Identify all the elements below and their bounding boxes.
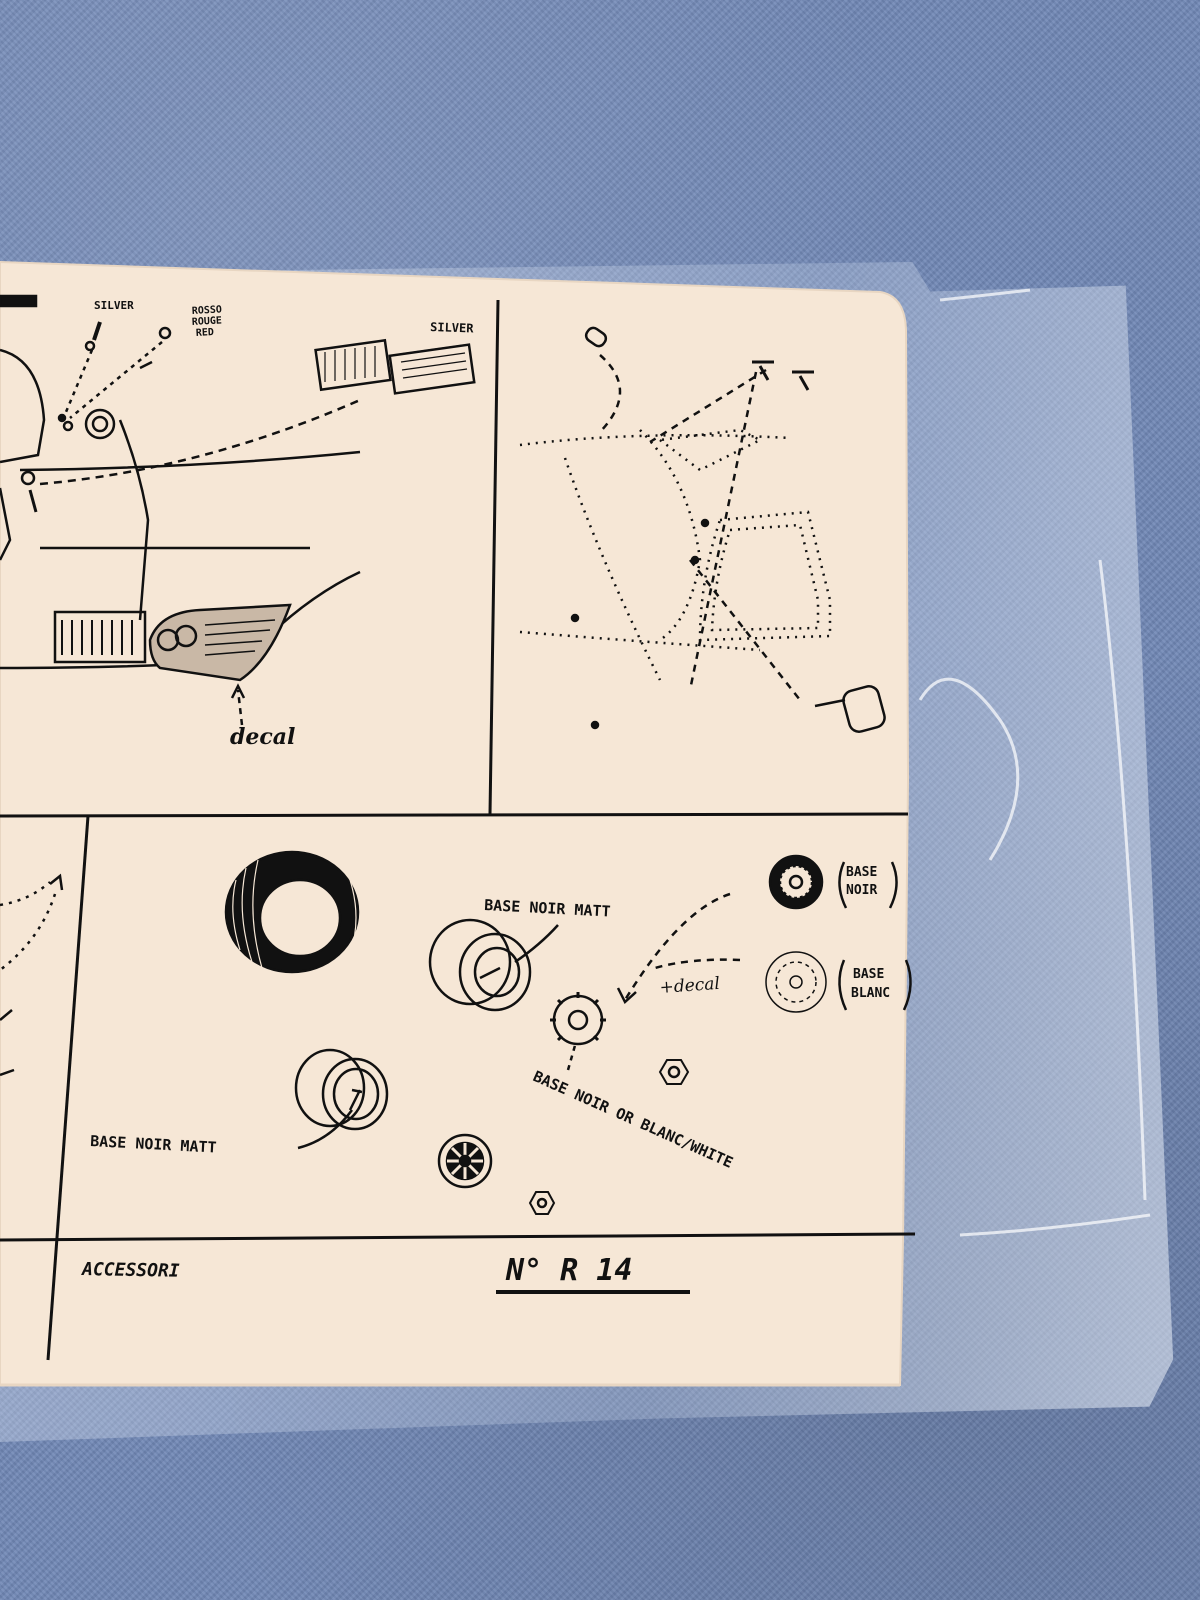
wiper-drawing	[0, 873, 64, 1077]
label-accessori: ACCESSORI	[81, 1259, 180, 1282]
label-red: RED	[196, 327, 215, 339]
label-base-blanc-2: BLANC	[851, 986, 890, 1001]
label-base-noir-1: BASE	[846, 865, 877, 880]
label-base-noir-2: NOIR	[846, 883, 877, 898]
label-silver-right: SILVER	[430, 320, 475, 336]
label-kit-number: N° R 14	[505, 1253, 632, 1288]
label-plus-decal: +decal	[659, 974, 721, 998]
paper	[0, 260, 910, 1386]
label-silver-top: SILVER	[94, 299, 134, 312]
label-decal: decal	[230, 724, 295, 750]
panel-lines	[0, 299, 916, 1387]
label-rouge: ROUGE	[192, 315, 223, 328]
body-drawing	[519, 326, 886, 733]
label-rosso: ROSSO	[192, 304, 223, 317]
label-base-blanc-1: BASE	[853, 967, 884, 982]
dashboard-drawing	[0, 294, 476, 726]
wheels-drawing	[224, 850, 912, 1294]
bag-seal	[918, 288, 1151, 1237]
